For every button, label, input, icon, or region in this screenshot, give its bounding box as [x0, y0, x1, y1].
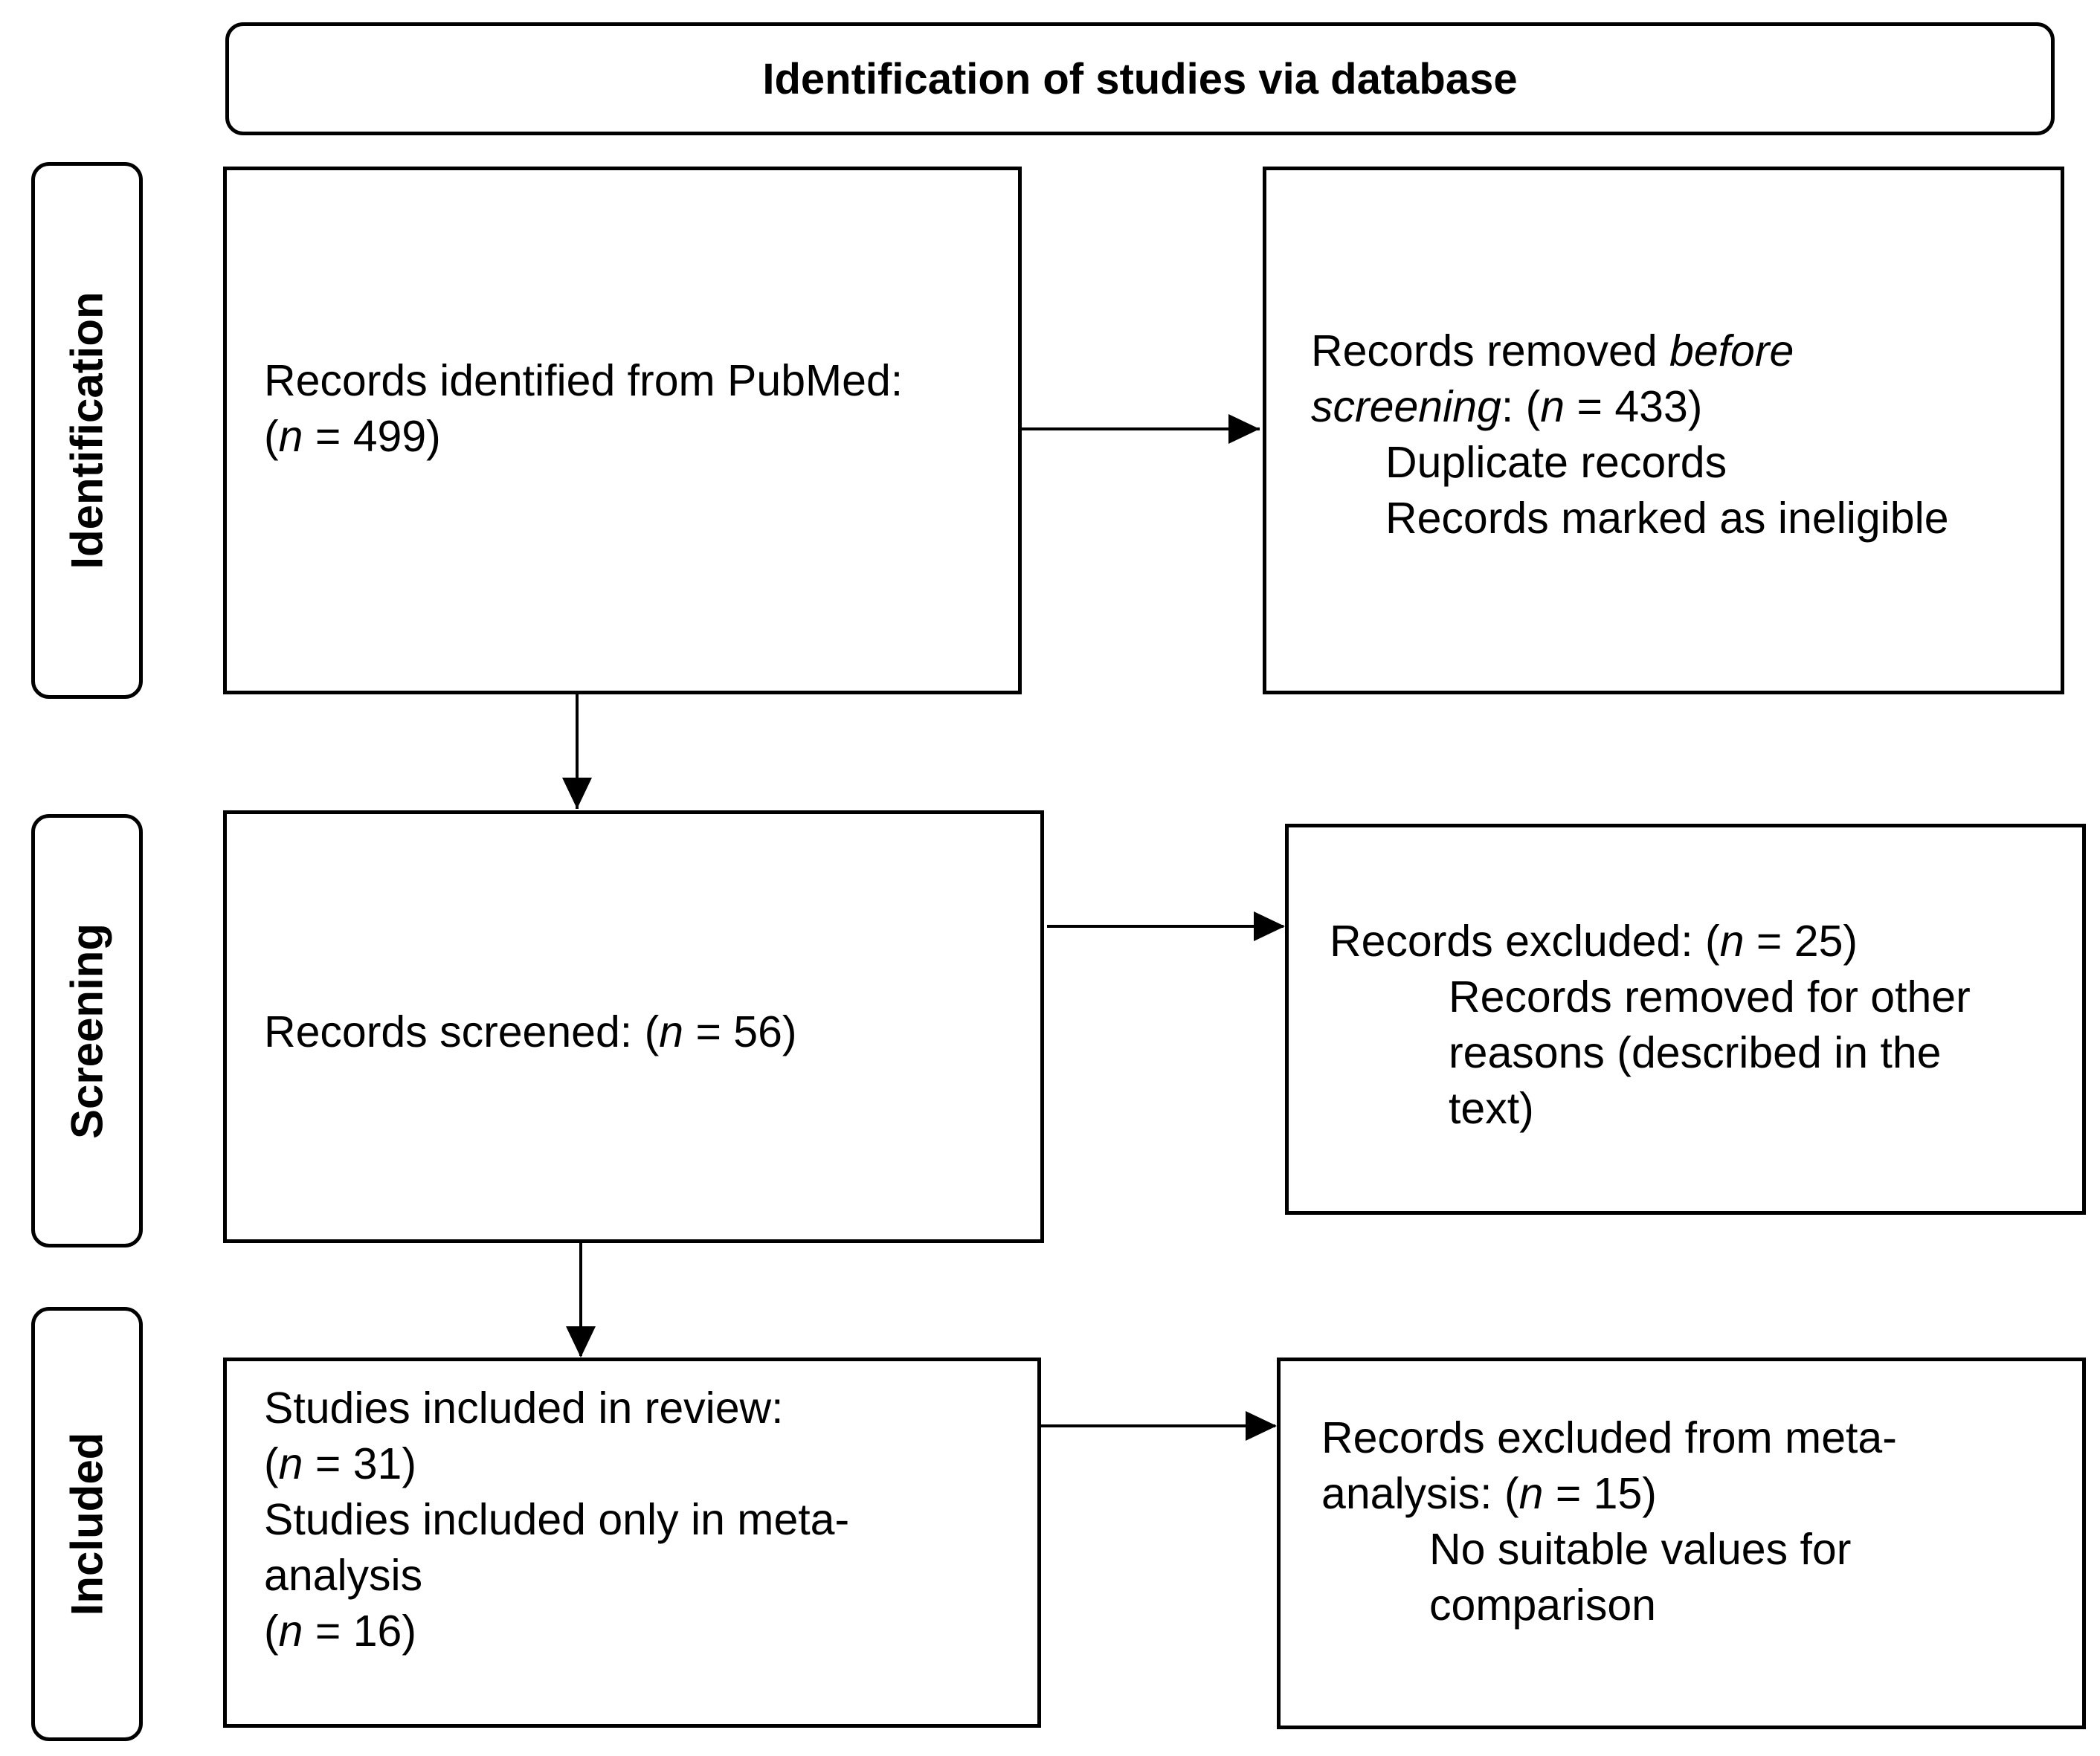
records-excluded-count: Records excluded: (n = 25): [1330, 917, 1858, 966]
studies-included-box: Studies included in review: (n = 31) Stu…: [223, 1358, 1041, 1728]
records-identified-box: Records identified from PubMed: (n = 499…: [223, 167, 1022, 694]
meta-excluded-reason-line1: No suitable values for: [1429, 1525, 1852, 1574]
arrowhead-5: [1246, 1411, 1277, 1441]
arrowhead-2: [562, 778, 592, 809]
studies-included-text: Studies included in review:: [264, 1384, 784, 1433]
records-removed-box: Records removed before screening: (n = 4…: [1263, 167, 2064, 694]
excluded-reason-line3: text): [1449, 1084, 1534, 1133]
records-identified-count: (n = 499): [264, 412, 441, 461]
meta-analysis-only-count: (n = 16): [264, 1607, 416, 1656]
meta-excluded-count: analysis: (n = 15): [1321, 1469, 1657, 1518]
excluded-reason-line2: reasons (described in the: [1449, 1028, 1942, 1077]
arrowhead-1: [1228, 414, 1260, 444]
meta-analysis-only-text-line1: Studies included only in meta-: [264, 1495, 850, 1544]
stage-identification: Identification: [31, 162, 143, 699]
arrowhead-4: [566, 1326, 596, 1358]
records-screened-box: Records screened: (n = 56): [223, 810, 1044, 1243]
duplicate-records-item: Duplicate records: [1385, 438, 1727, 487]
excluded-reason-line1: Records removed for other: [1449, 972, 1971, 1021]
ineligible-records-item: Records marked as ineligible: [1385, 494, 1949, 543]
records-screened-text: Records screened: (n = 56): [264, 1007, 797, 1056]
header-title: Identification of studies via database: [762, 54, 1518, 103]
records-removed-count: screening: (n = 433): [1311, 382, 1703, 431]
header-banner: Identification of studies via database: [225, 22, 2055, 135]
meta-analysis-only-text-line2: analysis: [264, 1551, 423, 1600]
records-identified-text: Records identified from PubMed:: [264, 356, 904, 405]
arrowhead-3: [1254, 911, 1285, 941]
meta-excluded-box: Records excluded from meta- analysis: (n…: [1277, 1358, 2086, 1729]
records-removed-text: Records removed before: [1311, 326, 1794, 375]
studies-included-count: (n = 31): [264, 1439, 416, 1488]
stage-screening: Screening: [31, 814, 143, 1247]
records-excluded-box: Records excluded: (n = 25) Records remov…: [1285, 824, 2086, 1215]
stage-included: Included: [31, 1307, 143, 1741]
meta-excluded-reason-line2: comparison: [1429, 1581, 1656, 1630]
meta-excluded-text: Records excluded from meta-: [1321, 1413, 1897, 1462]
